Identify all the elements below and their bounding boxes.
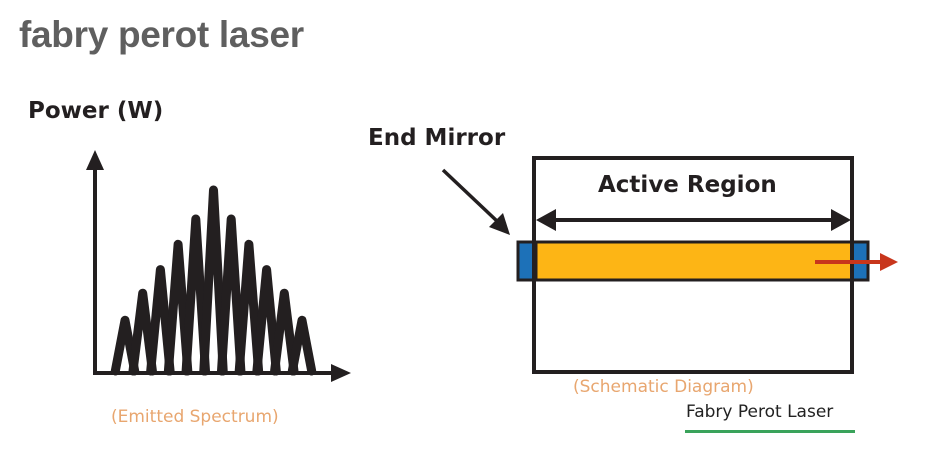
output-beam-arrow-icon [880, 253, 898, 271]
schematic-caption: (Schematic Diagram) [573, 377, 754, 397]
end-mirror-pointer-line [441, 168, 500, 224]
dimension-arrow-right-icon [831, 209, 851, 231]
power-axis-title: Power (W) [28, 98, 164, 124]
laser-name-label: Fabry Perot Laser [686, 402, 834, 422]
dimension-arrow-left-icon [536, 209, 556, 231]
end-mirror-pointer-arrow-icon [489, 213, 510, 235]
active-region-bar [534, 240, 854, 282]
spectrum-peaks [110, 185, 317, 376]
spectrum-caption: (Emitted Spectrum) [111, 407, 279, 427]
end-mirror-label: End Mirror [368, 125, 506, 151]
spectrum-peak-7 [217, 214, 246, 376]
active-region-label: Active Region [598, 172, 777, 198]
spectrum-peak-11 [287, 315, 317, 376]
spectrum-peak-6 [199, 185, 228, 376]
spectrum-peak-8 [234, 239, 264, 376]
laser-schematic [441, 156, 898, 374]
x-axis-arrow-icon [331, 364, 351, 382]
spectrum-peak-9 [252, 265, 281, 376]
laser-name-underline [685, 430, 855, 433]
spectrum-peak-10 [270, 288, 299, 376]
page-title: fabry perot laser [19, 14, 304, 55]
y-axis-arrow-icon [86, 150, 104, 170]
